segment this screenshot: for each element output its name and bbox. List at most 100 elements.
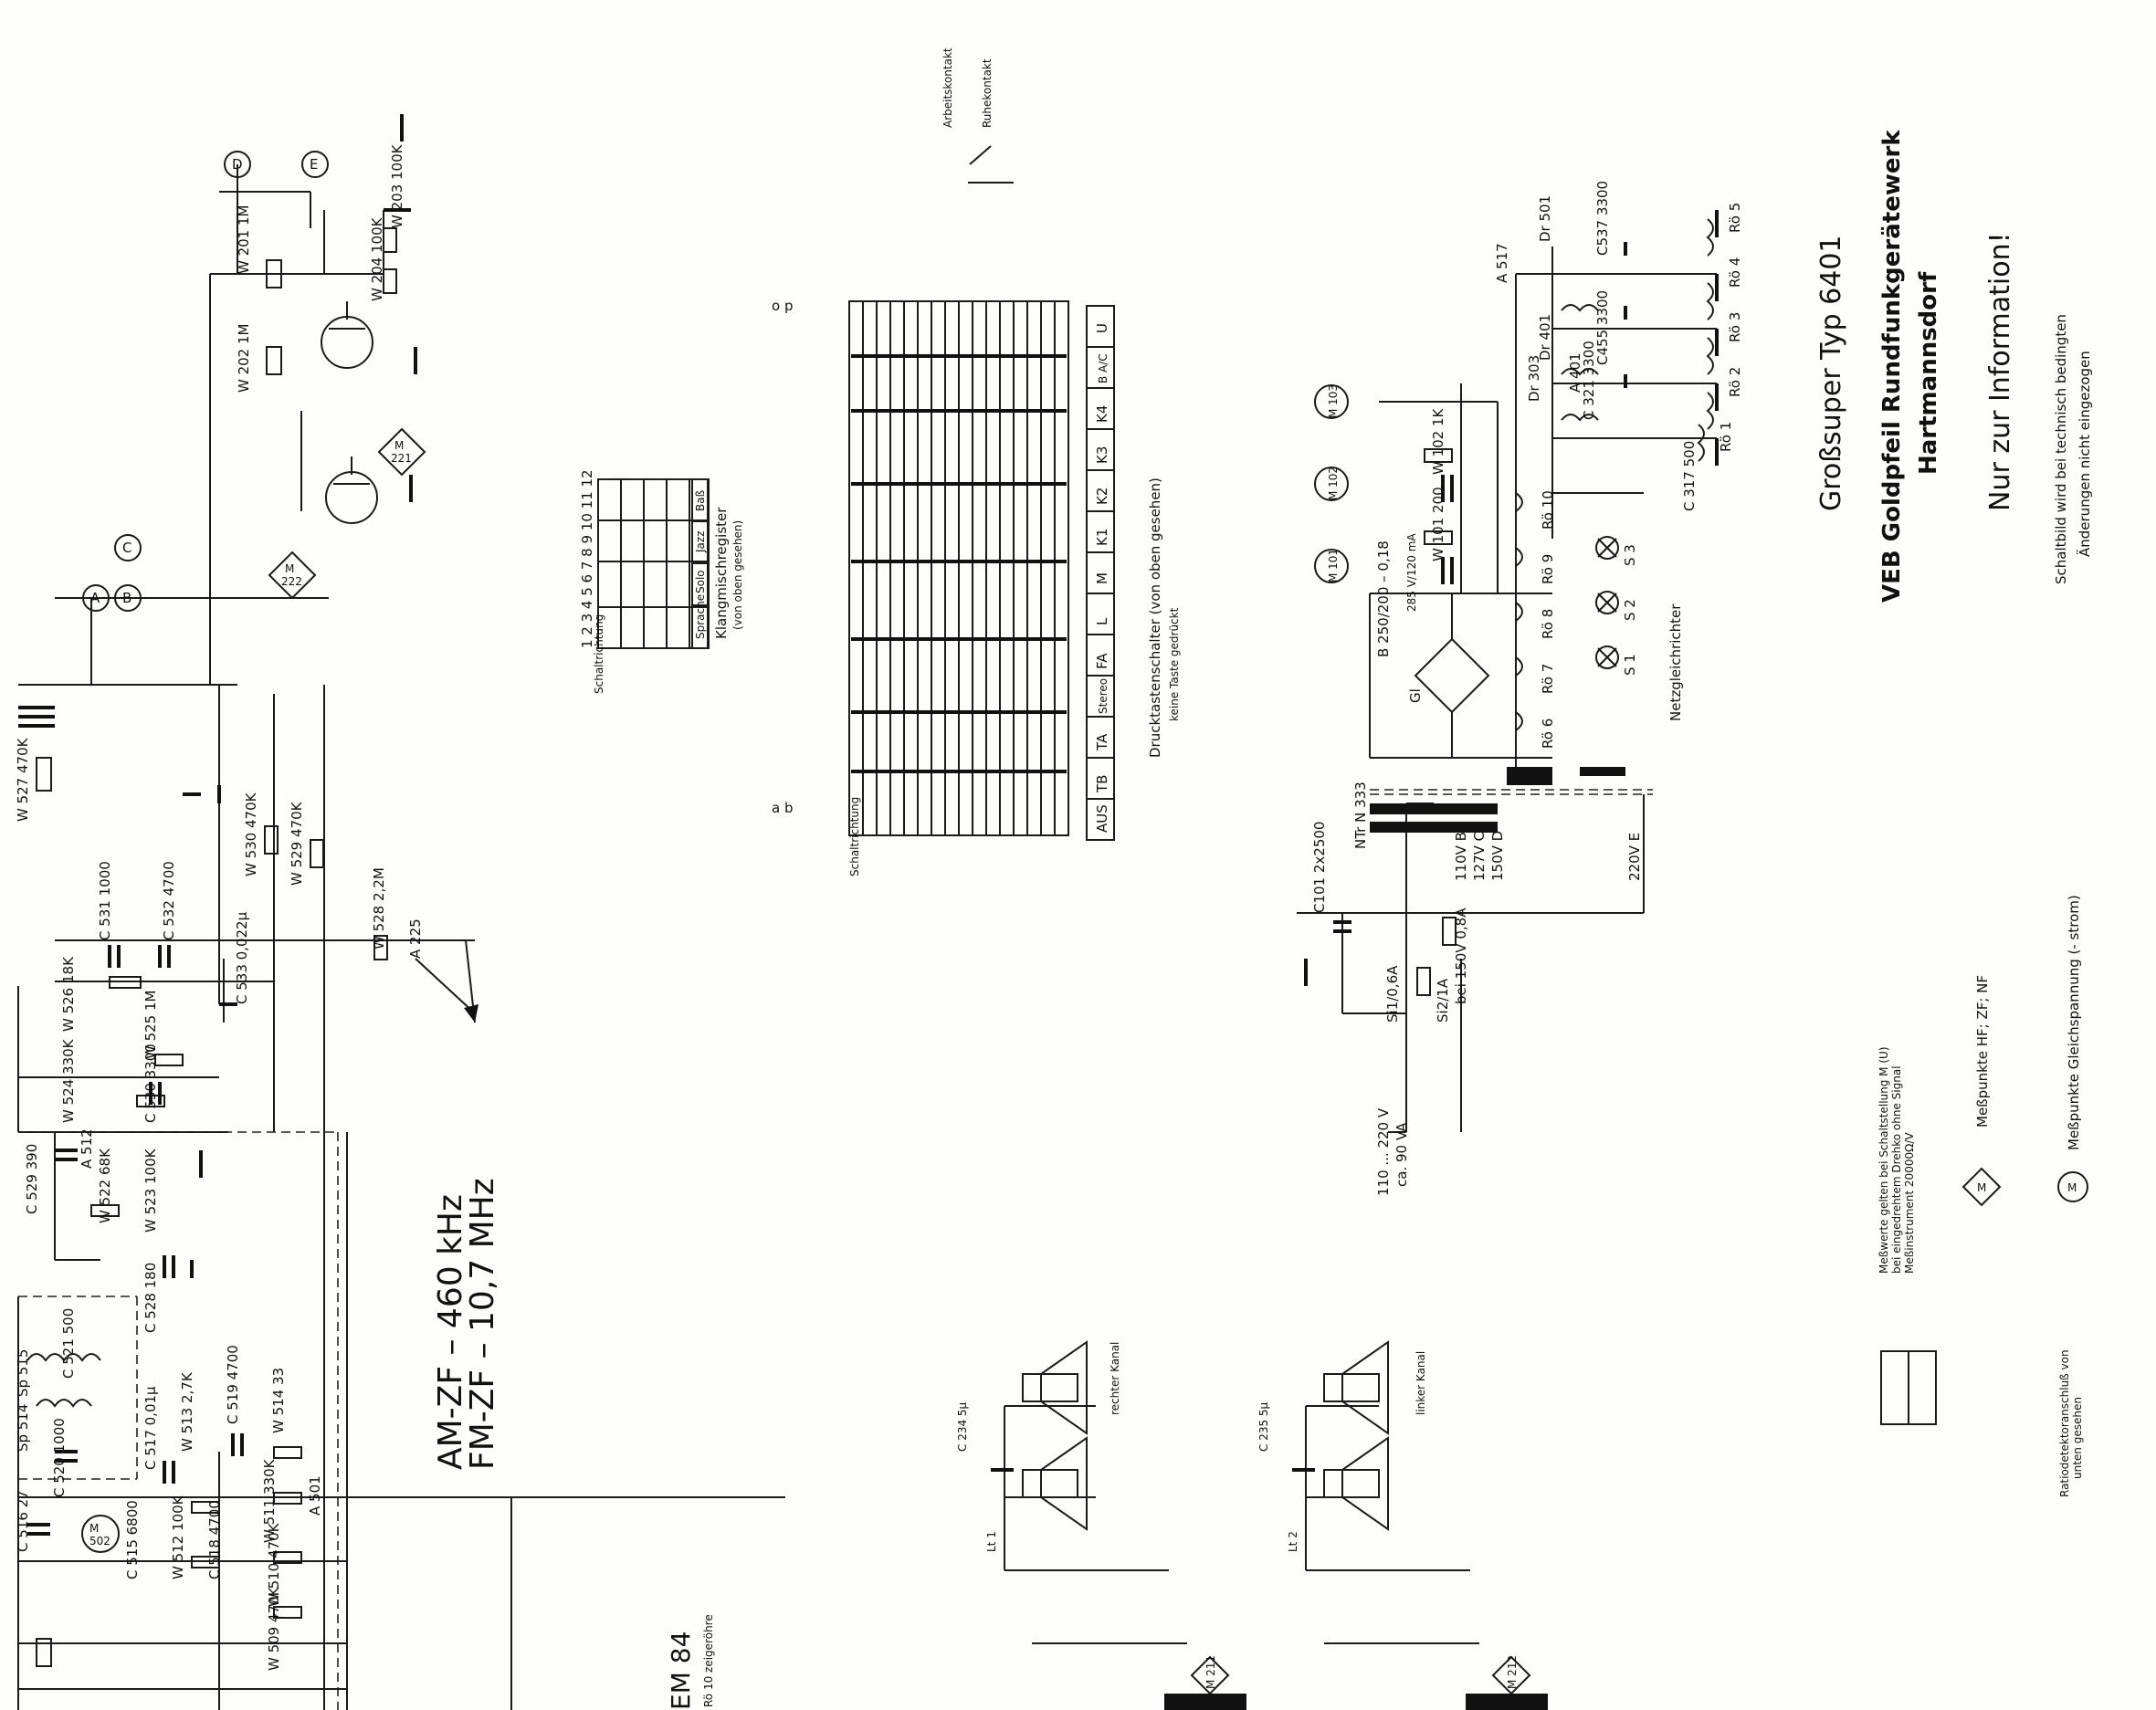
key-k1: K1 — [1094, 529, 1110, 546]
klang-mode-sprache: Sprache — [694, 594, 707, 639]
klang-mode-jazz: Jazz — [694, 531, 707, 554]
filter-labels: A 517 Dr 501 Dr 401 Dr 303 A 401 C537 33… — [1494, 181, 1743, 749]
em84-label: EM 84 — [666, 1631, 696, 1710]
svg-text:Dr 501: Dr 501 — [1537, 195, 1553, 242]
svg-text:110V B: 110V B — [1453, 832, 1469, 881]
lamp-s2 — [1595, 591, 1619, 614]
svg-text:Rö 6: Rö 6 — [1540, 719, 1556, 749]
meter-m103 — [1314, 384, 1349, 419]
c235-label: C 235 5μ — [1257, 1401, 1270, 1452]
svg-text:Rö 9: Rö 9 — [1540, 554, 1556, 584]
svg-text:W 525 1M: W 525 1M — [142, 991, 159, 1059]
matrix-col-ab: a b — [772, 800, 793, 816]
meter-m101 — [1314, 549, 1349, 583]
svg-text:W 529 470K: W 529 470K — [289, 801, 305, 886]
svg-text:Si1/0,6A: Si1/0,6A — [1384, 965, 1401, 1023]
svg-text:C 531 1000: C 531 1000 — [97, 861, 113, 940]
key-l: L — [1094, 617, 1110, 625]
svg-text:C 515 6800: C 515 6800 — [124, 1500, 141, 1579]
title-info: Nur zur Information! — [1984, 232, 2016, 511]
svg-text:B 250/200 – 0,18: B 250/200 – 0,18 — [1375, 540, 1392, 657]
contact-arbeit: Arbeitskontakt — [941, 47, 954, 128]
key-fa: FA — [1094, 653, 1110, 669]
svg-text:W 202 1M: W 202 1M — [236, 324, 252, 393]
svg-text:285 V/120 mA: 285 V/120 mA — [1405, 533, 1418, 612]
svg-text:W 527 470K: W 527 470K — [15, 737, 31, 822]
node-e-label: E — [310, 156, 318, 173]
key-k3: K3 — [1094, 446, 1110, 464]
svg-text:W 522 68K: W 522 68K — [97, 1148, 113, 1223]
klang-mode-solo: Solo — [694, 570, 707, 593]
meter-m211: M 211 — [1204, 1655, 1217, 1689]
matrix-caption: Drucktastenschalter (von oben gesehen) — [1147, 477, 1163, 758]
meter-m212: M 212 — [1506, 1655, 1519, 1689]
svg-text:M 101: M 101 — [1327, 549, 1340, 582]
svg-text:W 530 470K: W 530 470K — [243, 792, 259, 876]
svg-text:Rö 5: Rö 5 — [1727, 203, 1743, 233]
key-k2: K2 — [1094, 488, 1110, 505]
svg-text:A 225: A 225 — [407, 918, 424, 959]
svg-text:Rö 4: Rö 4 — [1727, 257, 1743, 288]
key-ta: TA — [1094, 733, 1110, 751]
lamp-s1 — [1595, 645, 1619, 669]
ratio-detector-socket — [1880, 1350, 1937, 1425]
contact-ruhe: Ruhekontakt — [981, 58, 994, 128]
svg-text:C 528 180: C 528 180 — [142, 1263, 159, 1333]
left-channel-speakers — [1292, 1340, 1548, 1710]
title-maker: VEB Goldpfeil Rundfunkgerätewerk — [1878, 130, 1906, 603]
legend-radio2: unten gesehen — [2071, 1397, 2084, 1479]
svg-text:Netzgleichrichter: Netzgleichrichter — [1667, 603, 1684, 721]
meter-m102 — [1314, 467, 1349, 501]
legend-mess1: Meßwerte gelten bei Schaltstellung M (U) — [1877, 1047, 1890, 1275]
matrix-richtung: Schaltrichtung — [848, 797, 861, 876]
svg-text:Sp 514: Sp 514 — [15, 1404, 31, 1452]
svg-text:W 509 470K: W 509 470K — [266, 1586, 282, 1671]
svg-text:C 517 0,01μ: C 517 0,01μ — [142, 1386, 159, 1470]
svg-text:C 530 3300: C 530 3300 — [142, 1044, 159, 1123]
legend-gl: Meßpunkte Gleichspannung (- strom) — [2066, 895, 2082, 1150]
svg-text:W 528 2,2M: W 528 2,2M — [371, 867, 387, 949]
svg-text:Rö 3: Rö 3 — [1727, 312, 1743, 342]
svg-text:S 3: S 3 — [1622, 544, 1638, 566]
power-labels: 110 ... 220 V ca. 90 VA Si1/0,6A Si2/1A … — [1311, 407, 1684, 1196]
right-channel-speakers — [991, 1340, 1246, 1710]
svg-text:M: M — [285, 562, 294, 575]
klang-mode-bass: Baß — [694, 489, 707, 511]
svg-text:W 512 100K: W 512 100K — [170, 1495, 186, 1579]
svg-text:W 510 470K: W 510 470K — [266, 1522, 282, 1607]
svg-text:A 401: A 401 — [1567, 352, 1583, 393]
klangmischregister — [597, 478, 710, 649]
svg-text:S 1: S 1 — [1622, 654, 1638, 676]
svg-text:W 526 18K: W 526 18K — [60, 956, 77, 1032]
svg-text:C 321 3300: C 321 3300 — [1581, 341, 1597, 420]
svg-text:A 512: A 512 — [79, 1128, 95, 1169]
svg-text:110 ... 220 V: 110 ... 220 V — [1375, 1107, 1392, 1196]
svg-text:C537 3300: C537 3300 — [1594, 181, 1611, 256]
node-a — [82, 584, 110, 612]
svg-text:M: M — [394, 439, 404, 452]
legend-hf: Meßpunkte HF; ZF; NF — [1974, 975, 1991, 1128]
svg-text:W 201 1M: W 201 1M — [236, 205, 252, 274]
svg-text:ca. 90 VA: ca. 90 VA — [1394, 1122, 1410, 1187]
svg-text:bei 150V 0,8A: bei 150V 0,8A — [1453, 907, 1469, 1004]
svg-text:M: M — [2067, 1181, 2077, 1194]
node-d — [224, 151, 251, 178]
node-d-label: D — [232, 156, 243, 173]
title-city: Hartmannsdorf — [1915, 271, 1942, 475]
svg-text:C 519 4700: C 519 4700 — [225, 1345, 241, 1424]
hf-marker-icon — [1961, 1167, 2002, 1207]
transformer-label: NTr N 333 — [1352, 782, 1369, 849]
klang-sub: (von oben gesehen) — [731, 520, 744, 630]
klang-caption: Klangmischregister — [713, 507, 730, 639]
node-b-label: B — [122, 590, 131, 606]
svg-text:W 523 100K: W 523 100K — [142, 1148, 159, 1233]
svg-text:Si2/1A: Si2/1A — [1435, 978, 1451, 1023]
svg-text:C 529 390: C 529 390 — [24, 1144, 40, 1214]
svg-text:W 204 100K: W 204 100K — [369, 216, 385, 301]
klang-richtung: Schaltrichtung — [593, 614, 605, 694]
legend-mess3: Meßinstrument 20000Ω/V — [1903, 1132, 1916, 1274]
svg-text:A 517: A 517 — [1494, 243, 1510, 283]
svg-text:221: 221 — [391, 452, 412, 465]
c234-label: C 234 5μ — [956, 1401, 969, 1452]
